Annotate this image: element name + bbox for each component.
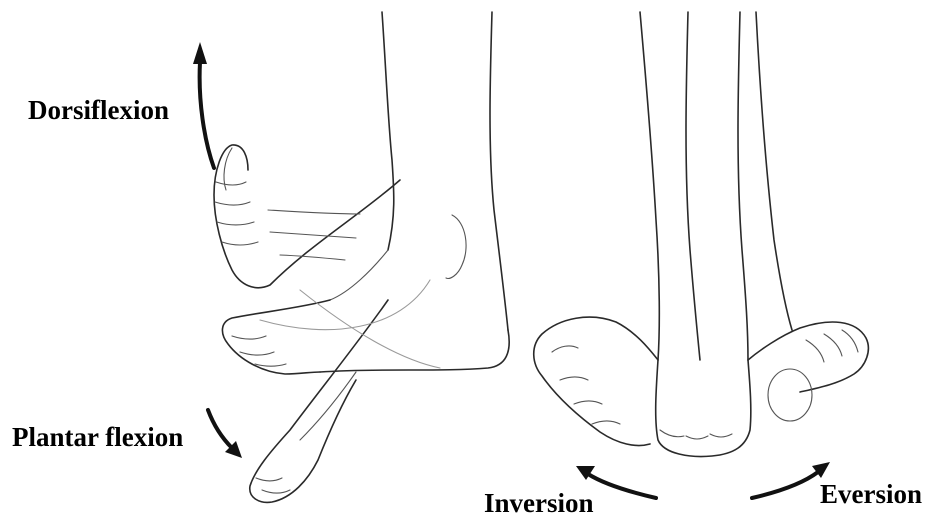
tendon-2 (270, 232, 356, 238)
plantar-toe-1 (256, 478, 282, 481)
front-toe-1 (660, 430, 684, 437)
dorsiflexion-arrow (193, 42, 214, 168)
everted-toe-1 (806, 340, 824, 362)
tendon-1 (268, 210, 360, 214)
inverted-foot-outline (534, 317, 658, 445)
everted-toe-3 (842, 330, 858, 352)
front-foot-outline (656, 360, 751, 456)
leg-right-inner (738, 12, 748, 360)
inverted-toe-4 (592, 421, 620, 424)
heel-sole (320, 330, 509, 372)
tendon-3 (280, 255, 345, 260)
inverted-toe-2 (560, 377, 588, 380)
toe-line-3 (217, 222, 254, 225)
inversion-arrow-shaft (588, 474, 656, 498)
dorsiflexion-label: Dorsiflexion (28, 97, 169, 124)
plantar-flexion-arrow (208, 410, 242, 458)
plantar-arrow-shaft (208, 410, 232, 448)
toe-line-2 (215, 202, 250, 205)
plantar-foot-outline (250, 300, 388, 502)
leg-right-outer (756, 12, 792, 330)
everted-heel (768, 369, 812, 421)
big-toe (224, 148, 232, 190)
instep-line (330, 250, 388, 300)
leg-left-outer (640, 12, 659, 360)
shin-front-line (382, 12, 394, 250)
leg-left-inner (686, 12, 700, 360)
plantar-toe-2 (262, 490, 290, 493)
dorsiflexed-foot-outline (214, 145, 400, 288)
front-toe-3 (710, 434, 732, 437)
left-leg-side-view (214, 12, 509, 502)
inverted-toe-1 (552, 346, 578, 352)
dorsiflexion-arrowhead (193, 42, 207, 64)
inversion-label: Inversion (484, 490, 594, 517)
neutral-toe-3 (255, 364, 286, 366)
eversion-arrow (752, 462, 830, 498)
eversion-label: Eversion (820, 481, 922, 508)
inverted-toe-3 (574, 401, 602, 404)
neutral-toe-1 (232, 336, 266, 339)
neutral-toe-2 (240, 352, 274, 355)
eversion-arrow-shaft (752, 472, 818, 498)
ankle-bone (446, 215, 466, 278)
ghost-line-1 (260, 280, 430, 330)
neutral-foot-outline (222, 300, 330, 374)
toe-line-1 (216, 182, 246, 185)
toe-line-4 (222, 242, 258, 245)
everted-foot-outline (748, 322, 868, 392)
right-legs-front-view (534, 12, 869, 456)
shin-back-line (490, 12, 508, 330)
everted-toe-2 (824, 334, 842, 356)
dorsiflexion-arrow-shaft (200, 62, 214, 168)
plantar-flexion-label: Plantar flexion (12, 424, 183, 451)
front-toe-2 (686, 436, 708, 439)
